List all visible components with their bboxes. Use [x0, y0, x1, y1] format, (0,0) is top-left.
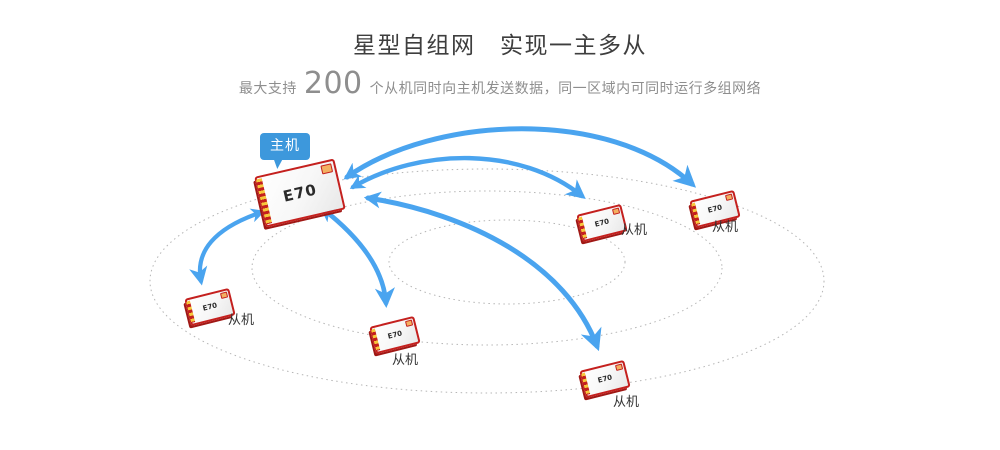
- subtitle-max-count: 200: [303, 66, 363, 101]
- header: 星型自组网 实现一主多从 最大支持 200 个从机同时向主机发送数据，同一区域内可同…: [0, 26, 1000, 104]
- link-arrow-far-right: [343, 126, 697, 188]
- slave-label-left: 从机: [228, 313, 255, 328]
- link-arrow-bottom-middle: [319, 206, 395, 309]
- link-arrow-left: [189, 208, 266, 286]
- master-tooltip: 主机: [260, 133, 310, 160]
- subtitle-prefix: 最大支持: [238, 81, 297, 97]
- link-arrow-mid-right: [349, 155, 586, 200]
- slave-label-mid-right: 从机: [621, 223, 648, 238]
- slave-label-bottom-right: 从机: [613, 395, 640, 410]
- subtitle-suffix: 个从机同时向主机发送数据，同一区域内可同时运行多组网络: [369, 81, 762, 97]
- slave-label-bottom-middle: 从机: [392, 353, 419, 368]
- page-title: 星型自组网 实现一主多从: [353, 33, 647, 59]
- slave-label-far-right: 从机: [712, 220, 739, 235]
- link-arrow-bottom-right: [363, 191, 602, 352]
- page-subtitle: 最大支持 200 个从机同时向主机发送数据，同一区域内可同时运行多组网络: [0, 69, 1000, 104]
